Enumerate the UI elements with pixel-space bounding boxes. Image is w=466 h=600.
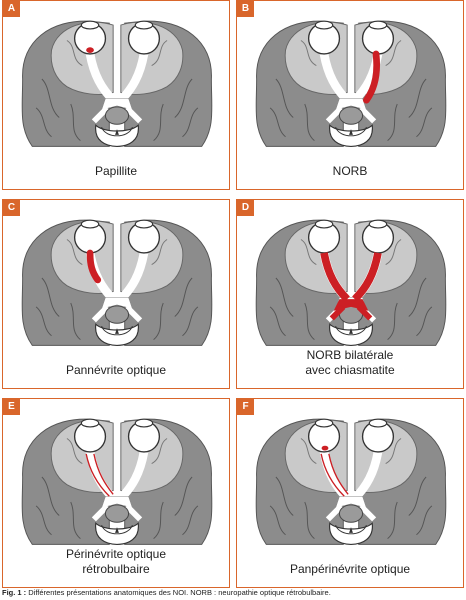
left-optic-nerve [319,53,351,104]
panel-label: Panpérinévrite optique [289,562,411,576]
chiasm [101,495,133,509]
right-optic-nerve [117,252,149,303]
panel-label: Périnévrite optique rétrobulbaire [65,547,167,576]
panel-label: NORB [332,164,368,178]
right-optic-nerve [351,451,383,502]
lesion-left-nerve [320,252,350,302]
brain-illustration [21,219,213,346]
pituitary [104,106,130,125]
left-optic-nerve [85,451,117,502]
lesion-sheath-b [328,453,349,495]
brain-illustration [21,20,213,147]
brain-illustration [255,219,447,346]
caption-prefix: Fig. 1 : [2,588,27,597]
pituitary [338,106,364,125]
figure-caption: Fig. 1 : Différentes présentations anato… [2,588,464,598]
lesion-sheath-a [85,453,110,497]
panel-letter: F [237,399,254,415]
brain-illustration [21,418,213,545]
lesion-right-nerve [352,252,382,302]
panel-c: C Pannévrite optique [2,199,230,389]
panel-letter: A [3,1,20,17]
panel-f: F Panpérinévrite optique [236,398,464,588]
lesion-sheath-b [93,453,114,495]
left-optic-nerve [319,451,351,502]
caption-text: Différentes présentations anatomiques de… [28,588,331,597]
lesion-right-tract [356,304,373,321]
chiasm [101,296,133,310]
lesion-papilla [321,445,329,451]
chiasm [335,495,367,509]
panel-a: A Papillite [2,0,230,190]
optic-tracts [325,105,377,124]
panel-b: B NORB [236,0,464,190]
panel-e: E Périnévrite optique rétrobulbaire [2,398,230,588]
brain-illustration [255,20,447,147]
pituitary [104,504,130,523]
left-optic-nerve [85,53,117,104]
chiasm [335,97,367,111]
panel-letter: E [3,399,20,415]
lesion-left-tract [329,304,346,321]
brain-illustration [255,418,447,545]
optic-tracts [91,105,143,124]
lesion-left-nerve [86,249,102,284]
lesion-papilla [86,47,94,53]
pituitary [104,305,130,324]
optic-tracts [325,503,377,522]
chiasm [101,97,133,111]
optic-tracts [91,503,143,522]
panel-label: NORB bilatérale avec chiasmatite [305,348,395,377]
lesion-right-nerve [363,50,381,104]
panel-label: Papillite [94,164,138,178]
panel-d: D NORB bilatérale avec chia [236,199,464,389]
panel-letter: C [3,200,20,216]
panel-letter: B [237,1,254,17]
optic-tracts [91,304,143,323]
right-optic-nerve [117,53,149,104]
panel-label: Pannévrite optique [65,363,167,377]
lesion-sheath-a [320,453,345,497]
panel-letter: D [237,200,254,216]
right-optic-nerve [117,451,149,502]
pituitary [338,504,364,523]
